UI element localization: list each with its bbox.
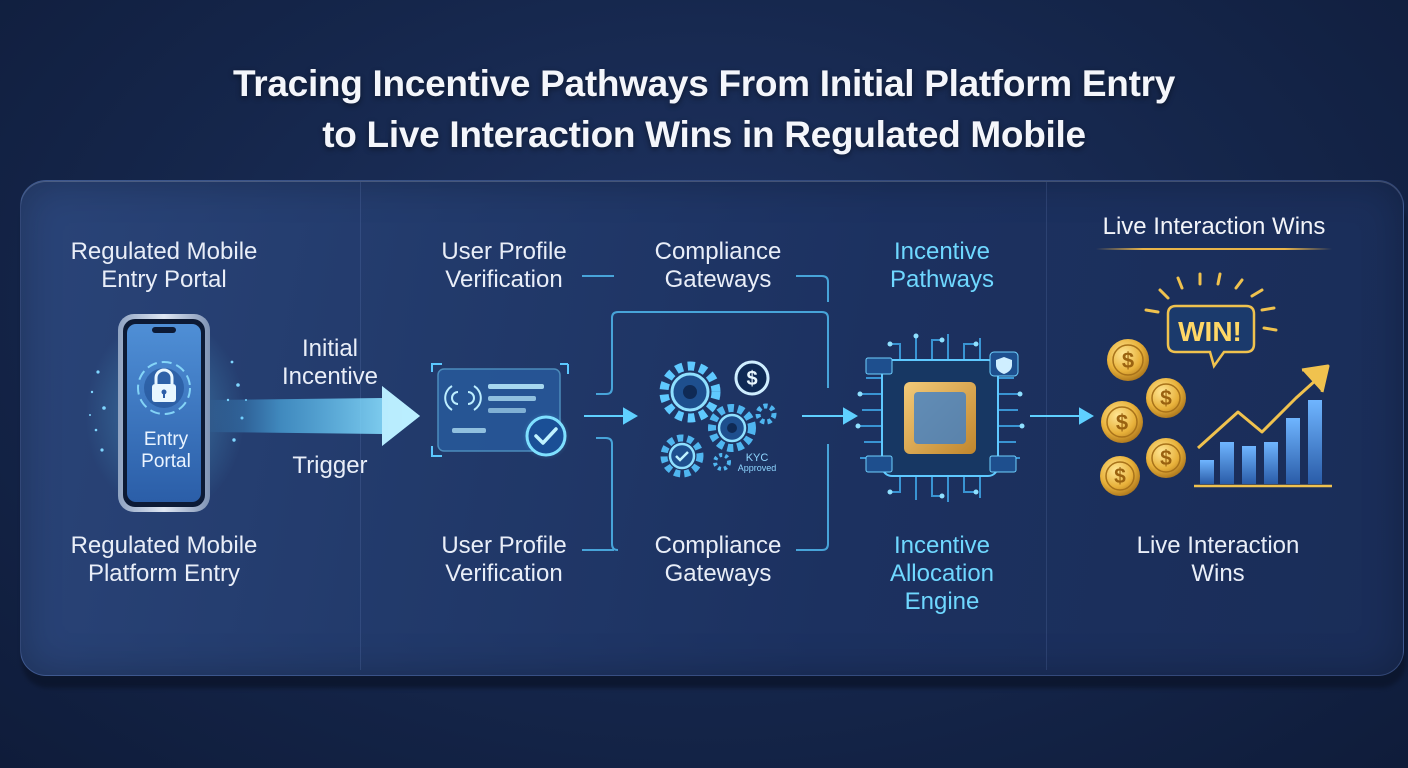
dollar-coin-icon: $ [1146,438,1186,478]
trigger-label-bottom: Trigger [292,452,368,479]
compliance-bottom-label: Compliance Gateways [618,532,818,588]
dollar-coin-icon: $ [1146,378,1186,418]
entry-top-line-1: Regulated Mobile [70,238,258,265]
svg-text:$: $ [1122,348,1134,373]
flow-arrow [1030,407,1094,425]
verification-top-label: User Profile Verification [404,238,604,294]
title-line-1: Tracing Incentive Pathways From Initial … [233,63,1175,104]
trigger-line-1: Initial [301,335,359,362]
dollar-coin-icon: $ [1101,401,1143,443]
trend-arrow-icon [1196,364,1330,450]
incentive-bottom-line-1: Incentive [893,532,991,559]
gear-icon [713,403,777,471]
title-line-2: to Live Interaction Wins in Regulated Mo… [322,114,1086,155]
padlock-icon [152,368,176,402]
bar-chart-icon [1194,400,1332,488]
incentive-top-label: Incentive Pathways [842,238,1042,294]
compliance-top-line-1: Compliance [654,238,782,265]
incentive-bottom-line-3: Engine [904,588,980,615]
wins-bottom-label: Live Interaction Wins [1098,532,1338,588]
phone-device: Entry Portal [85,314,247,515]
verification-top-line-2: Verification [445,266,563,293]
svg-text:$: $ [1114,465,1126,488]
verification-card [431,363,570,460]
flow-arrow [584,407,638,425]
compliance-top-line-2: Gateways [664,266,772,293]
svg-text:$: $ [1116,410,1128,435]
incentive-bottom-line-2: Allocation [889,560,995,587]
incentive-bottom-label: Incentive Allocation Engine [842,532,1042,616]
wins-header-underline [1096,248,1332,250]
checkmark-icon [525,415,567,457]
nfc-card-icon [444,385,482,411]
compliance-bottom-line-1: Compliance [654,532,782,559]
svg-text:$: $ [1160,447,1172,470]
entry-bottom-line-1: Regulated Mobile [70,532,258,559]
win-bubble: WIN! [1144,272,1278,369]
incentive-top-line-2: Pathways [889,266,995,293]
compliance-bracket [582,275,829,551]
dollar-coin-icon: $ [1107,339,1149,381]
coin-stack: $ $ $ $ $ [1100,339,1186,496]
kyc-badge-line-1: KYC [746,452,769,464]
flow-arrow [802,407,858,425]
entry-bottom-line-2: Platform Entry [87,560,241,587]
entry-top-label: Regulated Mobile Entry Portal [44,238,284,294]
svg-text:$: $ [1160,387,1172,410]
dollar-coin-icon: $ [1100,456,1140,496]
trigger-line-2: Incentive [281,363,379,390]
gear-icon [659,361,721,423]
win-bubble-text: WIN! [1178,316,1242,347]
trigger-label-top: Initial Incentive [250,335,410,391]
compliance-top-label: Compliance Gateways [618,238,818,294]
page-title: Tracing Incentive Pathways From Initial … [0,58,1408,160]
wins-header: Live Interaction Wins [1102,213,1326,240]
dollar-coin-icon: $ [734,360,770,396]
phone-label-line-2: Portal [141,451,191,472]
incentive-beam-arrow [206,386,420,446]
gear-icon [660,434,704,478]
gear-icon [708,404,756,452]
svg-text:$: $ [746,368,757,390]
compliance-bottom-line-2: Gateways [664,560,772,587]
verification-bottom-label: User Profile Verification [404,532,604,588]
entry-bottom-label: Regulated Mobile Platform Entry [44,532,284,588]
kyc-badge-line-2: Approved [738,463,777,473]
entry-top-line-2: Entry Portal [101,266,227,293]
wins-bottom-line-1: Live Interaction [1136,532,1300,559]
phone-label-line-1: Entry [144,429,189,450]
incentive-top-line-1: Incentive [893,238,991,265]
wins-bottom-line-2: Wins [1191,560,1245,587]
verification-top-line-1: User Profile [441,238,567,265]
verification-bottom-line-2: Verification [445,560,563,587]
column-divider [1046,182,1047,670]
verification-bottom-line-1: User Profile [441,532,567,559]
chip-icon [855,333,1025,502]
shield-icon [989,351,1019,377]
